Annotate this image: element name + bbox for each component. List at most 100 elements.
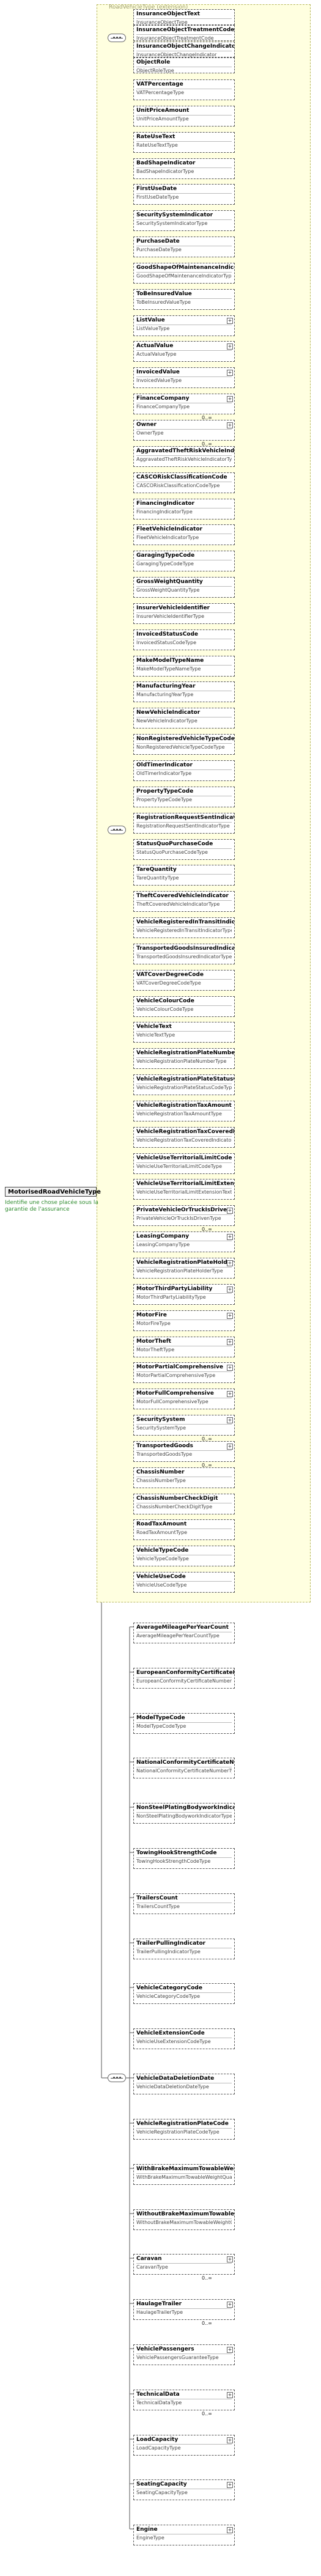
expand-icon[interactable]: +	[227, 2392, 233, 2398]
schema-element[interactable]: VehicleRegistrationTaxCoveredIndicatorVe…	[133, 1127, 235, 1148]
expand-icon[interactable]: +	[227, 318, 233, 324]
expand-icon[interactable]: +	[227, 1234, 233, 1240]
expand-icon[interactable]: +	[227, 2256, 233, 2262]
schema-element[interactable]: EuropeanConformityCertificateNumberEurop…	[133, 1668, 235, 1689]
expand-icon[interactable]: +	[227, 1260, 233, 1266]
expand-icon[interactable]: +	[227, 2482, 233, 2488]
expand-icon[interactable]: +	[227, 1286, 233, 1293]
expand-icon[interactable]: +	[227, 1339, 233, 1345]
expand-icon[interactable]: +	[227, 422, 233, 428]
sequence-compositor-icon[interactable]	[108, 826, 126, 834]
sequence-compositor-icon[interactable]	[108, 34, 126, 42]
schema-element[interactable]: WithoutBrakeMaximumTowableWeightQuantity…	[133, 2209, 235, 2230]
schema-element[interactable]: VehicleRegistrationPlateStatusCodeVehicl…	[133, 1074, 235, 1095]
schema-element[interactable]: VehicleUseTerritorialLimitExtensionTextV…	[133, 1179, 235, 1200]
schema-element[interactable]: NationalConformityCertificateNumberNatio…	[133, 1758, 235, 1778]
schema-element[interactable]: WithBrakeMaximumTowableWeightQuantityWit…	[133, 2164, 235, 2185]
expand-icon[interactable]: +	[227, 343, 233, 350]
sequence-compositor-icon[interactable]	[108, 2074, 126, 2082]
schema-element[interactable]: NonSteelPlatingBodyworkIndicatorNonSteel…	[133, 1803, 235, 1824]
expand-icon[interactable]: +	[227, 2347, 233, 2353]
expand-icon[interactable]: +	[227, 1208, 233, 1214]
schema-element[interactable]: AggravatedTheftRiskVehicleIndicatorAggra…	[133, 446, 235, 467]
root-element[interactable]: MotorisedRoadVehicleType	[5, 1187, 101, 1197]
expand-icon[interactable]: +	[227, 396, 233, 402]
expand-icon[interactable]: +	[227, 2527, 233, 2533]
expand-icon[interactable]: +	[227, 1417, 233, 1423]
expand-icon[interactable]: +	[227, 1313, 233, 1319]
schema-element[interactable]: VehicleRegisteredInTransitIndicatorVehic…	[133, 917, 235, 938]
expand-icon[interactable]: +	[227, 2302, 233, 2308]
